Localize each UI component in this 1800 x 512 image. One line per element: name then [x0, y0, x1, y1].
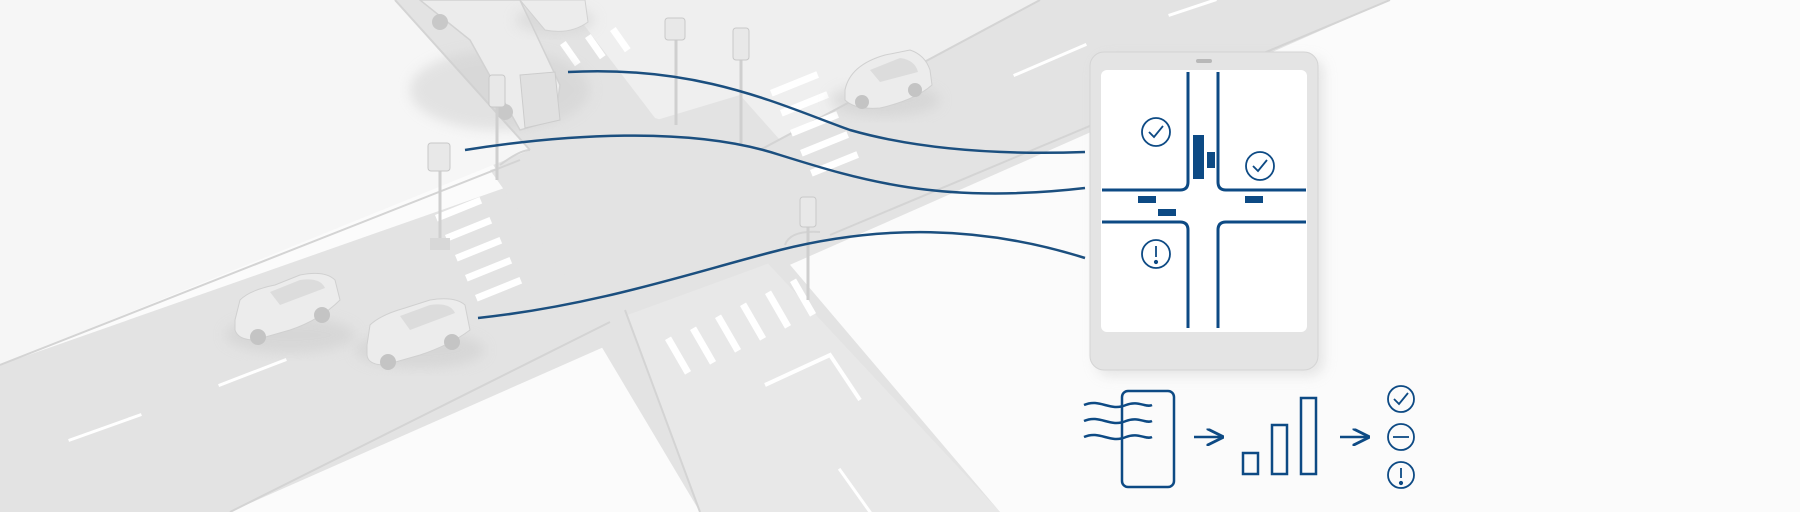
crosswalk-stripe: [715, 314, 742, 353]
lane-dash: [837, 467, 872, 512]
wave-line: [1083, 417, 1153, 425]
lane-dash: [1168, 0, 1217, 17]
crosswalk-stripe: [690, 326, 717, 365]
traffic-light-head: [799, 196, 817, 228]
crosswalk-stripe: [765, 290, 792, 329]
car-wheel: [855, 95, 869, 109]
map-vehicle: [1207, 152, 1215, 168]
crosswalk-stripe: [455, 237, 503, 262]
exclamation-circle-icon: [1387, 461, 1415, 489]
sidewalk-west: [0, 0, 530, 365]
car-wheel: [380, 354, 396, 370]
crosswalk-north: [770, 71, 859, 177]
intersection-core: [490, 95, 860, 325]
bus-wheel: [432, 14, 448, 30]
tablet-camera: [1196, 59, 1212, 63]
crosswalk-stripe: [780, 91, 829, 117]
connection-line-car: [477, 230, 1086, 320]
check-circle-icon: [1245, 151, 1275, 181]
signal-bar: [1241, 451, 1260, 476]
crosswalk-stripe: [665, 336, 692, 375]
lane-dash: [68, 413, 142, 442]
crosswalk-south: [665, 278, 817, 375]
data-connection-lines: [464, 70, 1086, 320]
car-north: [830, 49, 940, 116]
crosswalk-stripe: [445, 217, 493, 242]
lane-markings: [68, 0, 1217, 512]
traffic-light-head: [488, 74, 506, 108]
crosswalk-stripe: [810, 151, 859, 177]
check-circle-icon: [1387, 385, 1415, 413]
car-window: [400, 304, 455, 330]
car-wheel: [444, 334, 460, 350]
map-vehicles: [1138, 135, 1263, 216]
car-top-small: [515, 0, 595, 34]
map-vehicle: [1245, 196, 1263, 203]
crosswalk-stripe: [585, 33, 606, 60]
wave-line: [1083, 401, 1153, 409]
map-vehicle: [1138, 196, 1156, 203]
crosswalk-stripe: [610, 26, 631, 53]
check-circle-icon: [1141, 117, 1171, 147]
signal-bars-icon: [1241, 396, 1318, 476]
crosswalk-stripe: [800, 131, 849, 157]
map-vehicle: [1158, 209, 1176, 216]
bus-front: [519, 71, 561, 129]
lane-dash: [218, 358, 287, 387]
wave-line: [1083, 433, 1153, 441]
map-road-nw: [1102, 72, 1190, 192]
signal-bar: [1299, 396, 1318, 476]
lane-dash: [1013, 43, 1087, 77]
tablet-screen: [1101, 70, 1307, 332]
minus-circle-icon: [1387, 423, 1415, 451]
crosswalk-stripe: [790, 111, 839, 137]
crosswalk-top: [560, 26, 631, 67]
car-body: [519, 0, 589, 32]
crosswalk-west: [435, 197, 523, 302]
signal-bar: [1270, 423, 1289, 476]
tablet-device: [1089, 51, 1324, 376]
crosswalk-stripe: [790, 278, 817, 317]
stop-line-south: [764, 352, 862, 402]
car-window: [270, 279, 325, 305]
connection-line-bus: [567, 70, 1086, 155]
car-wheel: [314, 307, 330, 323]
crosswalk-stripe: [435, 197, 483, 222]
sensor-base: [430, 238, 450, 250]
suv-west: [225, 272, 355, 353]
map-road-sw: [1102, 220, 1190, 328]
suv-front: [355, 298, 485, 370]
traffic-light-head: [732, 27, 750, 61]
exclamation-circle-icon: [1141, 239, 1171, 269]
car-wheel: [250, 329, 266, 345]
crosswalk-stripe: [770, 71, 819, 97]
sensor-box: [427, 142, 451, 172]
curb-corner-sw: [499, 149, 531, 166]
crosswalk-stripe: [740, 302, 767, 341]
street-infrastructure: [438, 35, 810, 300]
intersection-map: [1102, 72, 1306, 328]
crosswalk-stripe: [465, 257, 513, 282]
wireless-device-icon: [1083, 389, 1176, 489]
camera-head: [664, 17, 686, 41]
map-road-ne: [1216, 72, 1306, 192]
map-road-se: [1216, 220, 1306, 328]
map-vehicle-bus: [1193, 135, 1204, 179]
bus-wheel: [497, 104, 513, 120]
connection-line-sensor: [464, 134, 1086, 195]
car-window: [870, 58, 918, 82]
process-flow: [1083, 385, 1415, 489]
crosswalk-stripe: [560, 40, 581, 67]
curb-corner-se: [784, 230, 821, 246]
crosswalk-stripe: [475, 277, 523, 302]
car-wheel: [908, 83, 922, 97]
